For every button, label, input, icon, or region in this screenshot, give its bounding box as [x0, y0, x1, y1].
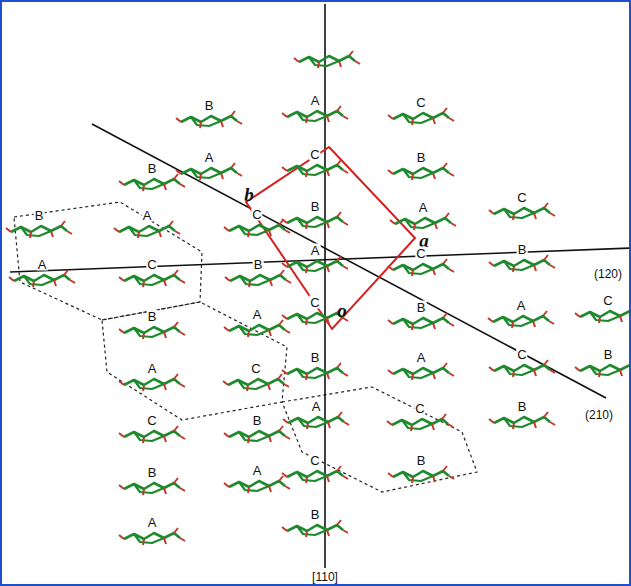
molecule [224, 476, 290, 493]
molecule-label: A [37, 258, 48, 271]
molecule-label: C [516, 348, 527, 361]
molecule-label: B [310, 508, 321, 521]
molecule-label: C [516, 191, 527, 204]
molecule [388, 363, 454, 380]
molecule [114, 221, 180, 238]
molecule [282, 256, 348, 273]
molecule [388, 259, 454, 276]
molecule-label: C [146, 258, 157, 271]
molecule-label: B [416, 454, 427, 467]
molecule [489, 360, 555, 377]
molecule [388, 163, 454, 180]
molecule-label: B [517, 400, 528, 413]
molecule-label: B [416, 151, 427, 164]
molecule [282, 212, 348, 229]
molecule [223, 374, 289, 391]
molecule-label: B [204, 99, 215, 112]
molecule-label: C [602, 294, 613, 307]
cell-axis-label: o [336, 301, 348, 320]
molecule-label: C [250, 362, 261, 375]
molecule [282, 363, 348, 380]
molecule-label: A [147, 362, 158, 375]
molecules [6, 51, 631, 545]
molecule-label: A [252, 308, 263, 321]
cell-axis-label: b [243, 185, 255, 204]
molecule [489, 203, 555, 220]
direction-label: (210) [584, 409, 614, 421]
molecule-label: B [603, 348, 614, 361]
molecule [282, 106, 348, 123]
molecule-label: A [142, 209, 153, 222]
molecule [119, 270, 185, 287]
molecule-label: B [310, 351, 321, 364]
molecule [575, 360, 631, 377]
molecule [489, 412, 555, 429]
molecule-label: B [147, 162, 158, 175]
molecule-label: A [310, 244, 321, 257]
molecule [282, 160, 348, 177]
molecule [388, 466, 454, 483]
molecule [390, 213, 456, 230]
molecule [282, 520, 348, 537]
molecule [119, 478, 185, 495]
molecule [224, 320, 290, 337]
molecule-label: B [252, 414, 263, 427]
molecule [283, 412, 349, 429]
molecule [119, 322, 185, 339]
molecule [388, 108, 454, 125]
molecule [387, 414, 453, 431]
molecule [6, 221, 72, 238]
molecule-label: A [416, 351, 427, 364]
molecule [119, 528, 185, 545]
molecule-label: B [310, 200, 321, 213]
direction-label: (120) [593, 268, 623, 280]
molecule-label: C [309, 148, 320, 161]
molecule-label: A [147, 516, 158, 529]
direction-label: [110] [311, 571, 339, 583]
molecule [176, 163, 242, 180]
molecule [119, 174, 185, 191]
molecule-label: B [147, 466, 158, 479]
axes [10, 4, 631, 568]
molecule-label: A [418, 201, 429, 214]
unit-cell [246, 147, 415, 329]
molecule [489, 255, 555, 272]
molecule-label: C [414, 402, 425, 415]
molecule-label: B [416, 301, 427, 314]
molecule-label: A [516, 299, 527, 312]
molecule [282, 466, 348, 483]
molecule-label: A [252, 464, 263, 477]
molecule [224, 220, 290, 237]
molecule [488, 311, 554, 328]
molecule-label: C [415, 247, 426, 260]
molecule-label: C [146, 414, 157, 427]
molecule-label: B [147, 310, 158, 323]
molecule [225, 270, 291, 287]
molecule-label: C [309, 454, 320, 467]
molecule-label: C [251, 208, 262, 221]
molecule-label: A [204, 151, 215, 164]
molecule [224, 426, 290, 443]
molecule [388, 313, 454, 330]
molecule-label: C [309, 296, 320, 309]
molecule-label: C [415, 96, 426, 109]
molecule [9, 270, 75, 287]
molecule-label: A [311, 400, 322, 413]
molecule [294, 51, 360, 68]
molecule [119, 426, 185, 443]
molecule [176, 111, 242, 128]
molecule-label: B [253, 258, 264, 271]
molecule-label: B [34, 209, 45, 222]
molecule [575, 306, 631, 323]
molecule-label: A [310, 94, 321, 107]
molecule [119, 374, 185, 391]
molecule-label: B [517, 243, 528, 256]
